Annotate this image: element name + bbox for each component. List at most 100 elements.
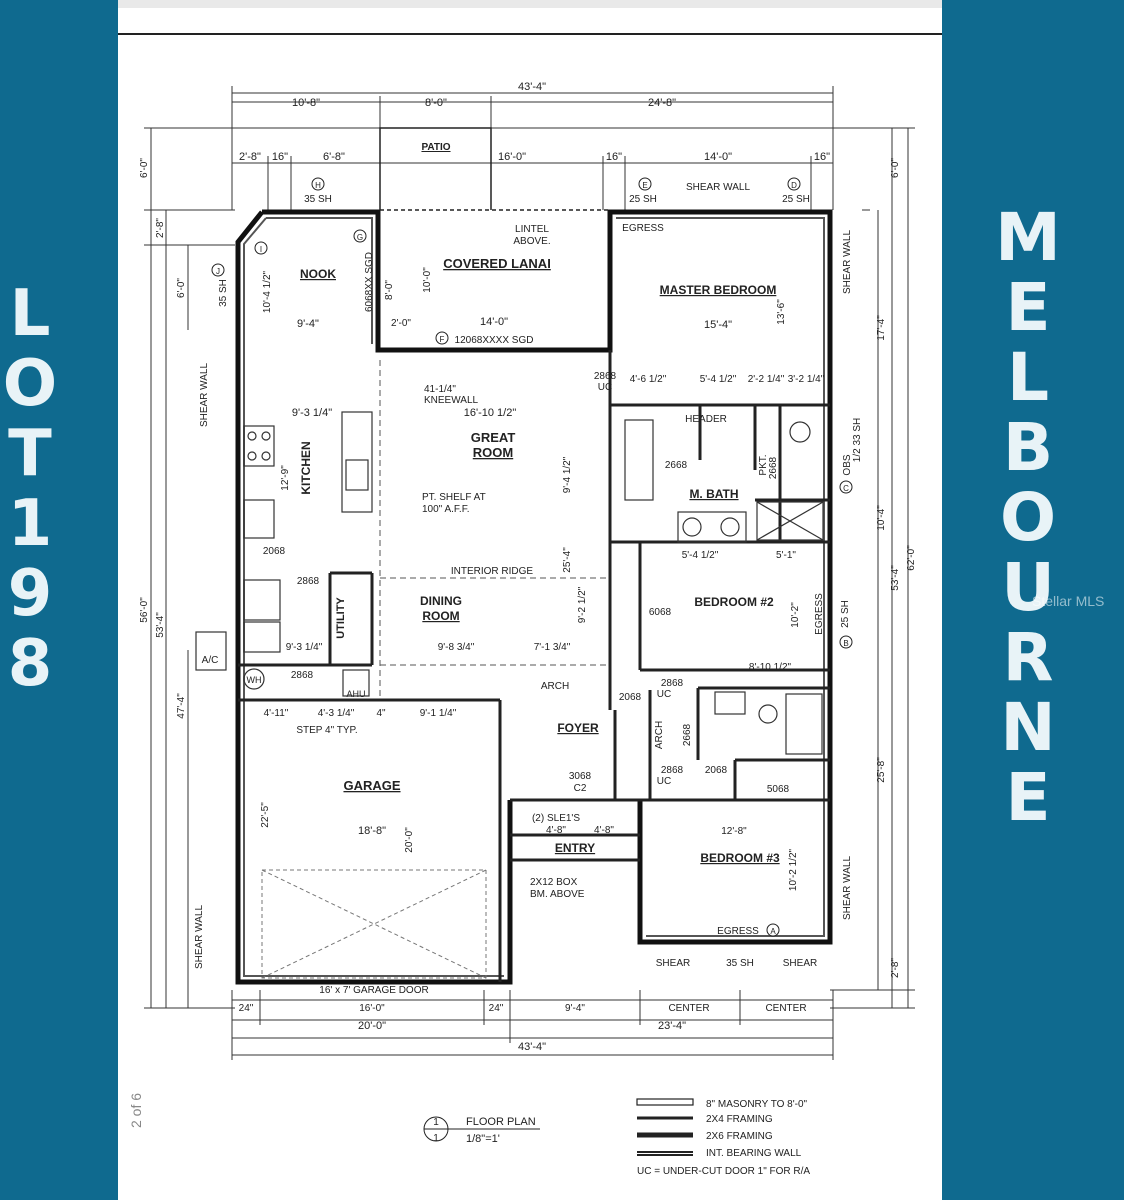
top-dimension-lines <box>231 86 834 210</box>
dim-top-a: 10'-8" <box>292 97 320 109</box>
dim-g-c: 4" <box>376 708 386 719</box>
window-25sh-top-left: 25 SH <box>629 194 657 205</box>
pkt-mbath: PKT. <box>758 454 769 475</box>
room-patio: PATIO <box>421 142 450 153</box>
page-top-edge <box>118 0 942 8</box>
room-great-room-line2: ROOM <box>473 445 513 460</box>
dim-bed3-w: 12'-8" <box>721 826 747 837</box>
window-35sh-bottom: 35 SH <box>726 958 754 969</box>
dim-utility-w: 9'-3 1/4" <box>286 642 323 653</box>
dim-right-b: 17'-4" <box>876 315 887 341</box>
room-dining-line1: DINING <box>420 594 462 608</box>
tag-d: D <box>791 181 797 190</box>
door-6068: 6068 <box>649 607 672 618</box>
tag-f: F <box>440 335 445 344</box>
title-number-top: 1 <box>433 1117 439 1128</box>
left-color-band <box>0 0 118 1200</box>
title-block <box>423 1116 540 1142</box>
egress-bed2: EGRESS <box>814 593 825 635</box>
uc-bed2: UC <box>657 689 671 700</box>
dim-m-c: 2'-2 1/4" <box>748 374 785 385</box>
dim-top-b: 8'-0" <box>425 97 447 109</box>
dim-bed2-h: 10'-2" <box>790 602 801 628</box>
room-bedroom-3: BEDROOM #3 <box>700 851 780 865</box>
lot-letter: 9 <box>7 557 53 631</box>
dim-nook-w: 9'-4" <box>297 318 319 330</box>
dim-great-h: 25'-4" <box>562 547 573 573</box>
room-utility: UTILITY <box>335 597 347 639</box>
lintel-line2: ABOVE. <box>513 236 550 247</box>
dim-m-b: 5'-4 1/2" <box>700 374 737 385</box>
dim-bottom-c2: 16'-0" <box>359 1003 385 1014</box>
room-bedroom-2: BEDROOM #2 <box>694 595 774 609</box>
lot-letter: 1 <box>7 487 53 561</box>
tag-i: I <box>260 245 262 254</box>
window-35sh-top: 35 SH <box>304 194 332 205</box>
shear-bottom-left: SHEAR <box>656 958 690 969</box>
kneewall-line2: KNEEWALL <box>424 395 479 406</box>
sle-note: (2) SLE1'S <box>532 813 580 824</box>
tag-h: H <box>315 181 321 190</box>
tag-j: J <box>216 267 220 276</box>
shear-wall-right-bottom: SHEAR WALL <box>842 856 853 921</box>
door-2868-garage: 2868 <box>291 670 314 681</box>
dim-lanai-h2: 8'-0" <box>384 280 395 300</box>
shear-wall-left-bottom: SHEAR WALL <box>194 905 205 970</box>
shear-wall-right-top: SHEAR WALL <box>842 230 853 295</box>
pt-shelf-line2: 100" A.F.F. <box>422 504 469 515</box>
door-2668-mbath: 2668 <box>665 460 688 471</box>
dashed-ridge-lines <box>379 360 610 700</box>
dim-left-d: 56'-0" <box>139 597 150 623</box>
step-note: STEP 4" TYP. <box>296 725 357 736</box>
dim-bottom-c4: 9'-4" <box>565 1003 585 1014</box>
tag-e: E <box>642 181 647 190</box>
melbourne-letter: B <box>1002 409 1054 486</box>
title-scale: 1/8"=1' <box>466 1133 500 1145</box>
arch-hall: ARCH <box>654 721 665 749</box>
kitchen-fixtures <box>243 411 373 653</box>
dim-bottom-c1: 24" <box>239 1003 254 1014</box>
dim-top-c: 24'-8" <box>648 97 676 109</box>
room-entry: ENTRY <box>555 841 595 855</box>
box-beam-line1: 2X12 BOX <box>530 877 578 888</box>
dim-kitchen-h: 12'-9" <box>280 465 291 491</box>
title-number-bottom: 1 <box>433 1133 439 1144</box>
garage-door-note: 16' x 7' GARAGE DOOR <box>319 985 428 996</box>
tag-g: G <box>357 233 363 242</box>
door-5068: 5068 <box>767 784 790 795</box>
dim-sub-b: 16" <box>272 151 288 163</box>
dim-left-a: 6'-0" <box>139 158 150 178</box>
room-covered-lanai: COVERED LANAI <box>443 256 551 271</box>
uc-bath: UC <box>657 776 671 787</box>
center-left: CENTER <box>668 1003 709 1014</box>
dim-right-f: 25'-8" <box>876 757 887 783</box>
dim-left-f: 47'-4" <box>176 693 187 719</box>
dim-great-w: 16'-10 1/2" <box>464 407 517 419</box>
room-great-room-line1: GREAT <box>471 430 516 445</box>
plan-sheet <box>118 8 942 1200</box>
dim-bed2-a: 5'-4 1/2" <box>682 550 719 561</box>
uc-master: UC <box>598 382 612 393</box>
melbourne-letter: R <box>1002 619 1054 696</box>
arch-dining: ARCH <box>541 681 569 692</box>
door-2868-bed2: 2868 <box>661 678 684 689</box>
melbourne-letter: M <box>995 199 1061 276</box>
dim-bottom-overall: 43'-4" <box>518 1041 546 1053</box>
door-3068: 3068 <box>569 771 592 782</box>
dim-right-d: 53'-4" <box>890 565 901 591</box>
dim-sub-d: 16'-0" <box>498 151 526 163</box>
dim-left-e: 53'-4" <box>155 612 166 638</box>
box-beam-line2: BM. ABOVE <box>530 889 585 900</box>
window-25sh-bed2: 25 SH <box>840 600 851 628</box>
shear-wall-top: SHEAR WALL <box>686 182 751 193</box>
dim-entry-w: 4'-8" <box>546 825 566 836</box>
right-color-band <box>942 0 1124 1200</box>
door-2068-hall: 2068 <box>619 692 642 703</box>
dim-dining-w2: 7'-1 3/4" <box>534 642 571 653</box>
interior-ridge-note: INTERIOR RIDGE <box>451 566 534 577</box>
patio-outline <box>379 127 610 211</box>
door-2668-pkt-hall: 2668 <box>682 723 693 746</box>
dim-dining-h: 9'-2 1/2" <box>577 586 588 623</box>
sgd-side: 6068XX SGD <box>364 252 375 312</box>
